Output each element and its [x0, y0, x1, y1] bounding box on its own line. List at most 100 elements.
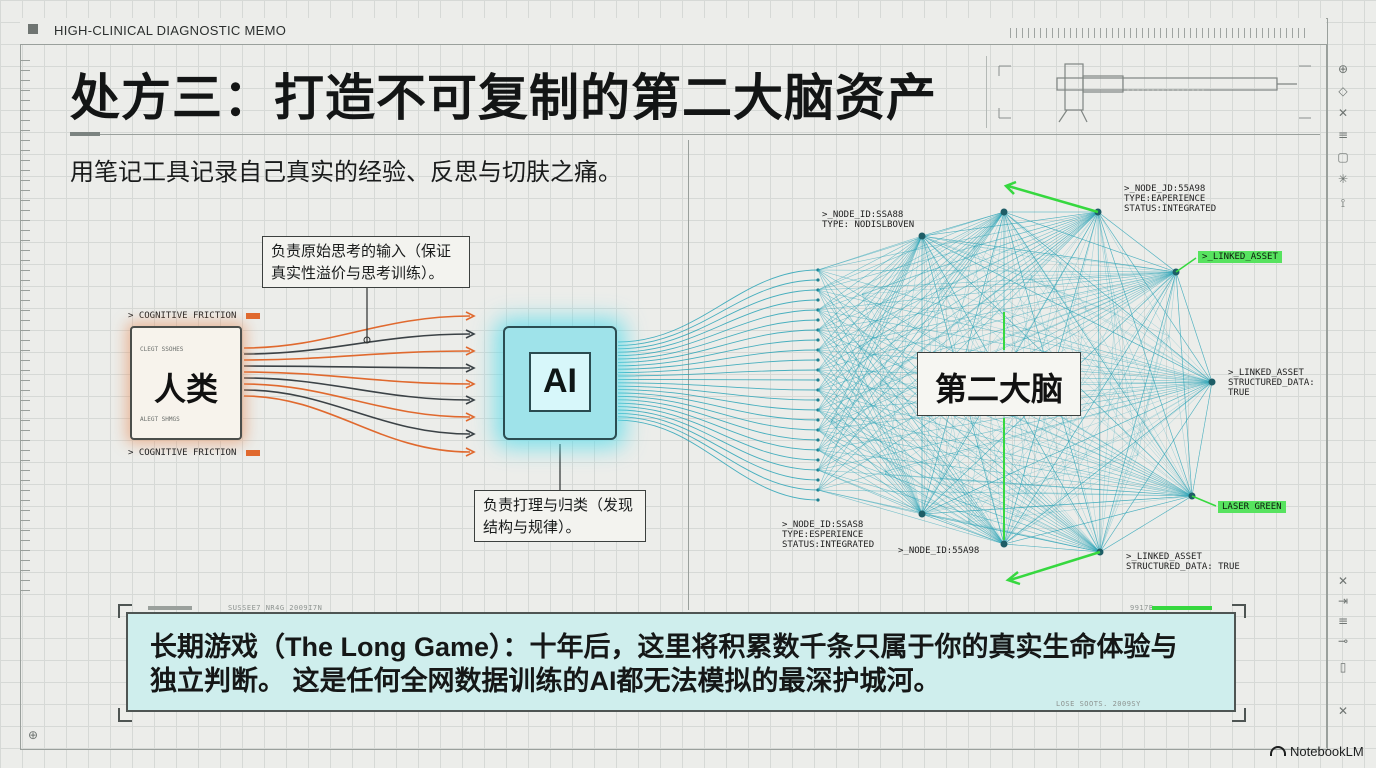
ai-flow-node: [816, 318, 820, 322]
network-edge: [1168, 335, 1213, 383]
network-edge: [1168, 271, 1177, 337]
network-edge: [973, 211, 1005, 247]
network-edge: [817, 235, 923, 331]
ai-flow-line: [617, 349, 819, 370]
network-edge: [1099, 336, 1170, 553]
ai-flow-node: [816, 358, 820, 362]
network-edge: [1003, 431, 1142, 545]
ai-flow-line: [617, 409, 819, 471]
crosshair-icon: ⊕: [1337, 62, 1349, 76]
node-tag-6-line2: STRUCTURED_DATA: TRUE: [1126, 562, 1240, 572]
network-edge: [1003, 211, 1170, 337]
network-edge: [1059, 262, 1193, 497]
network-edge: [1059, 262, 1213, 383]
network-edge: [817, 271, 1177, 431]
network-edge: [817, 389, 1101, 553]
arrow-icon: ⇥: [1337, 594, 1349, 608]
network-edge: [817, 289, 923, 515]
network-edge: [830, 211, 1005, 422]
network-edge: [817, 271, 1177, 391]
friction-tag-top: > COGNITIVE FRICTION: [128, 311, 260, 321]
network-edge: [921, 335, 1170, 515]
friction-bottom-text: > COGNITIVE FRICTION: [128, 448, 237, 458]
network-edge: [1099, 454, 1139, 553]
network-edge: [817, 235, 923, 351]
network-edge: [817, 211, 1099, 371]
network-edge: [1137, 381, 1213, 455]
network-edge: [817, 349, 923, 515]
network-edge: [1025, 271, 1177, 493]
flow-arrow-icon: [465, 311, 476, 321]
ai-callout: 负责打理与归类（发现结构与规律）。: [474, 490, 646, 542]
network-edge: [921, 513, 969, 523]
network-edge: [939, 479, 1193, 497]
node-tag-5: >_NODE_ID:55A98: [898, 546, 979, 556]
network-edge: [921, 235, 975, 247]
ai-flow-line: [617, 389, 819, 411]
brand-text: NotebookLM: [1290, 744, 1364, 759]
cross-icon: ✕: [1337, 106, 1349, 120]
network-edge: [1003, 335, 1170, 545]
node-tag-1: >_NODE_ID:SSA88 TYPE: NODISLBOVEN: [822, 210, 914, 230]
network-edge: [879, 383, 1101, 553]
network-edge: [921, 492, 1027, 515]
ai-callout-text: 负责打理与归类（发现结构与规律）。: [483, 497, 634, 536]
cross-icon-bottom: ✕: [1337, 574, 1349, 588]
network-edge: [921, 235, 1177, 273]
network-edge: [817, 289, 1213, 383]
ai-flow-line: [617, 359, 819, 374]
banner-corner-bl: [118, 708, 132, 722]
human-callout-text: 负责原始思考的输入（保证真实性溢价与思考训练）。: [271, 243, 452, 282]
network-edge: [817, 309, 1005, 545]
network-edge: [1025, 381, 1213, 493]
network-edge: [1099, 383, 1121, 553]
ai-flow-line: [617, 399, 819, 441]
network-edge: [817, 489, 923, 515]
ai-flow-line: [617, 269, 819, 343]
flow-line: [243, 350, 471, 361]
network-edge: [879, 235, 923, 385]
flow-line: [243, 371, 471, 385]
network-edge: [973, 245, 1213, 383]
ai-flow-node: [816, 478, 820, 482]
network-edge: [879, 383, 923, 515]
network-edge: [1099, 381, 1213, 553]
network-edge: [862, 211, 1099, 295]
notebooklm-brand: NotebookLM: [1270, 744, 1364, 759]
network-edge: [921, 513, 1005, 545]
network-edge: [1003, 505, 1061, 545]
network-edge: [1059, 505, 1101, 553]
network-edge: [817, 235, 923, 391]
network-edge: [973, 245, 1177, 273]
network-edge: [921, 431, 1142, 515]
node-tag-3-line1: >_LINKED_ASSET: [1228, 368, 1304, 378]
ai-flow-line: [617, 395, 819, 431]
network-edge: [817, 449, 1101, 553]
brain-label: 第二大脑: [934, 371, 1063, 407]
node-tag-2-line2: TYPE:EAPERIENCE: [1124, 194, 1206, 204]
human-node: [130, 326, 242, 440]
node-tag-1-line2: TYPE: NODISLBOVEN: [822, 220, 915, 230]
network-edge: [817, 329, 1005, 545]
network-edge: [817, 269, 923, 515]
network-edge: [817, 289, 1101, 553]
network-edge: [858, 346, 1101, 553]
flow-arrow-icon: [465, 395, 476, 405]
network-edge: [817, 211, 1005, 391]
flow-arrow-icon: [465, 447, 476, 457]
flow-line: [243, 395, 471, 453]
ai-to-brain-flows: [617, 268, 820, 502]
network-edge: [862, 271, 1177, 295]
network-edge: [858, 346, 1005, 545]
ai-flow-line: [617, 319, 819, 360]
network-edge: [1140, 271, 1177, 432]
ai-flow-line: [617, 378, 819, 381]
left-ruler-ticks: [20, 60, 30, 600]
network-edge: [1114, 313, 1193, 497]
network-edge: [939, 479, 1005, 545]
network-edge: [1119, 271, 1177, 385]
friction-tag-bottom: > COGNITIVE FRICTION: [128, 448, 260, 458]
network-edge: [1059, 262, 1177, 273]
network-edge: [817, 271, 1177, 331]
banner-mini-bottom-right: LOSE SOOTS. 2009SY: [1056, 700, 1141, 708]
